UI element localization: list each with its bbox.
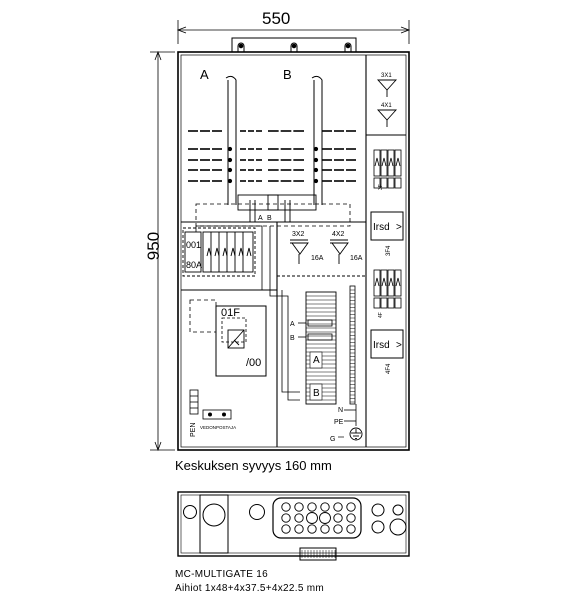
main-switch-block — [182, 227, 256, 277]
rcd-tag-2: 4F4 — [386, 363, 392, 374]
multigate-clamp — [299, 547, 337, 561]
fuse-3x2-icon — [290, 239, 309, 264]
breaker-label-01f: 01F — [221, 307, 240, 319]
rcd-unit-2 — [370, 329, 404, 359]
fuse-rating-1: 16A — [311, 255, 324, 262]
gland-hole-small-left — [183, 505, 197, 519]
switch-placeholder — [189, 299, 217, 333]
fuse-label-1: 3X2 — [292, 231, 305, 238]
breaker-group-4f — [373, 269, 402, 309]
phase-b-label: B — [290, 335, 295, 342]
gland-slot-left — [199, 494, 229, 554]
fuse-rating-2: 16A — [350, 255, 363, 262]
enclosure-inner — [180, 54, 407, 448]
rcd-arrow-2: > — [396, 340, 402, 351]
rcd-unit-1 — [370, 211, 404, 241]
right-fuse-label-2: 4X1 — [381, 103, 392, 109]
meter-bus-wiring — [237, 194, 317, 222]
enclosure-outer — [177, 51, 410, 451]
gland-hole-right-2 — [392, 504, 404, 516]
main-switch-label-2: 80A — [186, 260, 202, 270]
ground-label: G — [330, 436, 335, 443]
bus-label-a: A — [258, 215, 263, 222]
phase-markers — [298, 319, 333, 341]
meter-label-b: B — [283, 67, 292, 82]
section-dividers — [181, 55, 406, 447]
rcd-tag-1: 3F4 — [386, 245, 392, 256]
fuse-4x2-icon — [330, 239, 349, 264]
meter-mounting-rails — [225, 75, 323, 205]
multigate-clamp-ticks — [301, 550, 336, 558]
terminal-rail-ticks — [350, 289, 355, 403]
n-pe-connections — [344, 404, 357, 426]
width-dimension-label: 550 — [262, 9, 291, 28]
breaker-group-label-2: 4F — [378, 312, 384, 318]
main-switch-label-1: 001 — [186, 240, 201, 250]
n-label: N — [338, 407, 343, 414]
height-dimension-label: 950 — [144, 231, 164, 261]
breaker-group-label-1: 3F — [378, 184, 384, 190]
rcd-label-2: Irsd — [373, 340, 390, 351]
gland-plate-outer — [177, 491, 410, 557]
ground-icon — [349, 427, 363, 441]
meter-slots — [188, 130, 356, 184]
multigate-body — [272, 497, 362, 539]
bus-label-b: B — [267, 215, 272, 222]
breaker-group-3f — [373, 149, 402, 189]
terminal-tag-a: A — [313, 355, 320, 366]
switch-text: /00 — [246, 357, 261, 369]
fuse-3x1-icon — [376, 79, 398, 97]
fuse-4x1-icon — [376, 109, 398, 127]
pen-terminal — [189, 389, 199, 415]
gland-hole-right-1 — [371, 503, 385, 517]
phase-a-label: A — [290, 321, 295, 328]
meter-label-a: A — [200, 67, 209, 82]
pen-label: PEN — [190, 423, 197, 437]
terminal-strips — [306, 295, 336, 401]
multigate-holes — [281, 502, 356, 534]
depth-note: Keskuksen syvyys 160 mm — [175, 458, 332, 473]
gland-hole-right-4 — [389, 518, 407, 536]
height-dimension-line — [150, 50, 175, 452]
fuse-label-2: 4X2 — [332, 231, 345, 238]
terminal-rail — [349, 285, 356, 405]
switch-handle-icon — [227, 329, 245, 349]
rcd-label-1: Irsd — [373, 222, 390, 233]
bus-dashed-zone — [195, 203, 351, 227]
gland-hole-right-3 — [371, 520, 385, 534]
strain-relief-label: VEDONPOSTAJA — [200, 425, 236, 430]
switch-handle-zone — [221, 317, 247, 343]
gland-holes-label: Aihiot 1x48+4x37.5+4x22.5 mm — [175, 583, 325, 594]
right-fuse-label-1: 3X1 — [381, 73, 392, 79]
strain-relief — [202, 409, 232, 420]
rcd-arrow-1: > — [396, 222, 402, 233]
gland-model-label: MC-MULTIGATE 16 — [175, 569, 269, 580]
mounting-bracket — [231, 37, 357, 53]
width-dimension-line — [176, 20, 411, 44]
gland-plate-inner — [180, 494, 407, 554]
terminal-tag-b: B — [313, 388, 320, 399]
switch-housing — [215, 305, 267, 377]
pe-label: PE — [334, 419, 344, 426]
gland-hole-slot — [202, 503, 226, 527]
gland-hole-mid — [249, 504, 265, 520]
main-switch-wiring — [195, 225, 300, 401]
